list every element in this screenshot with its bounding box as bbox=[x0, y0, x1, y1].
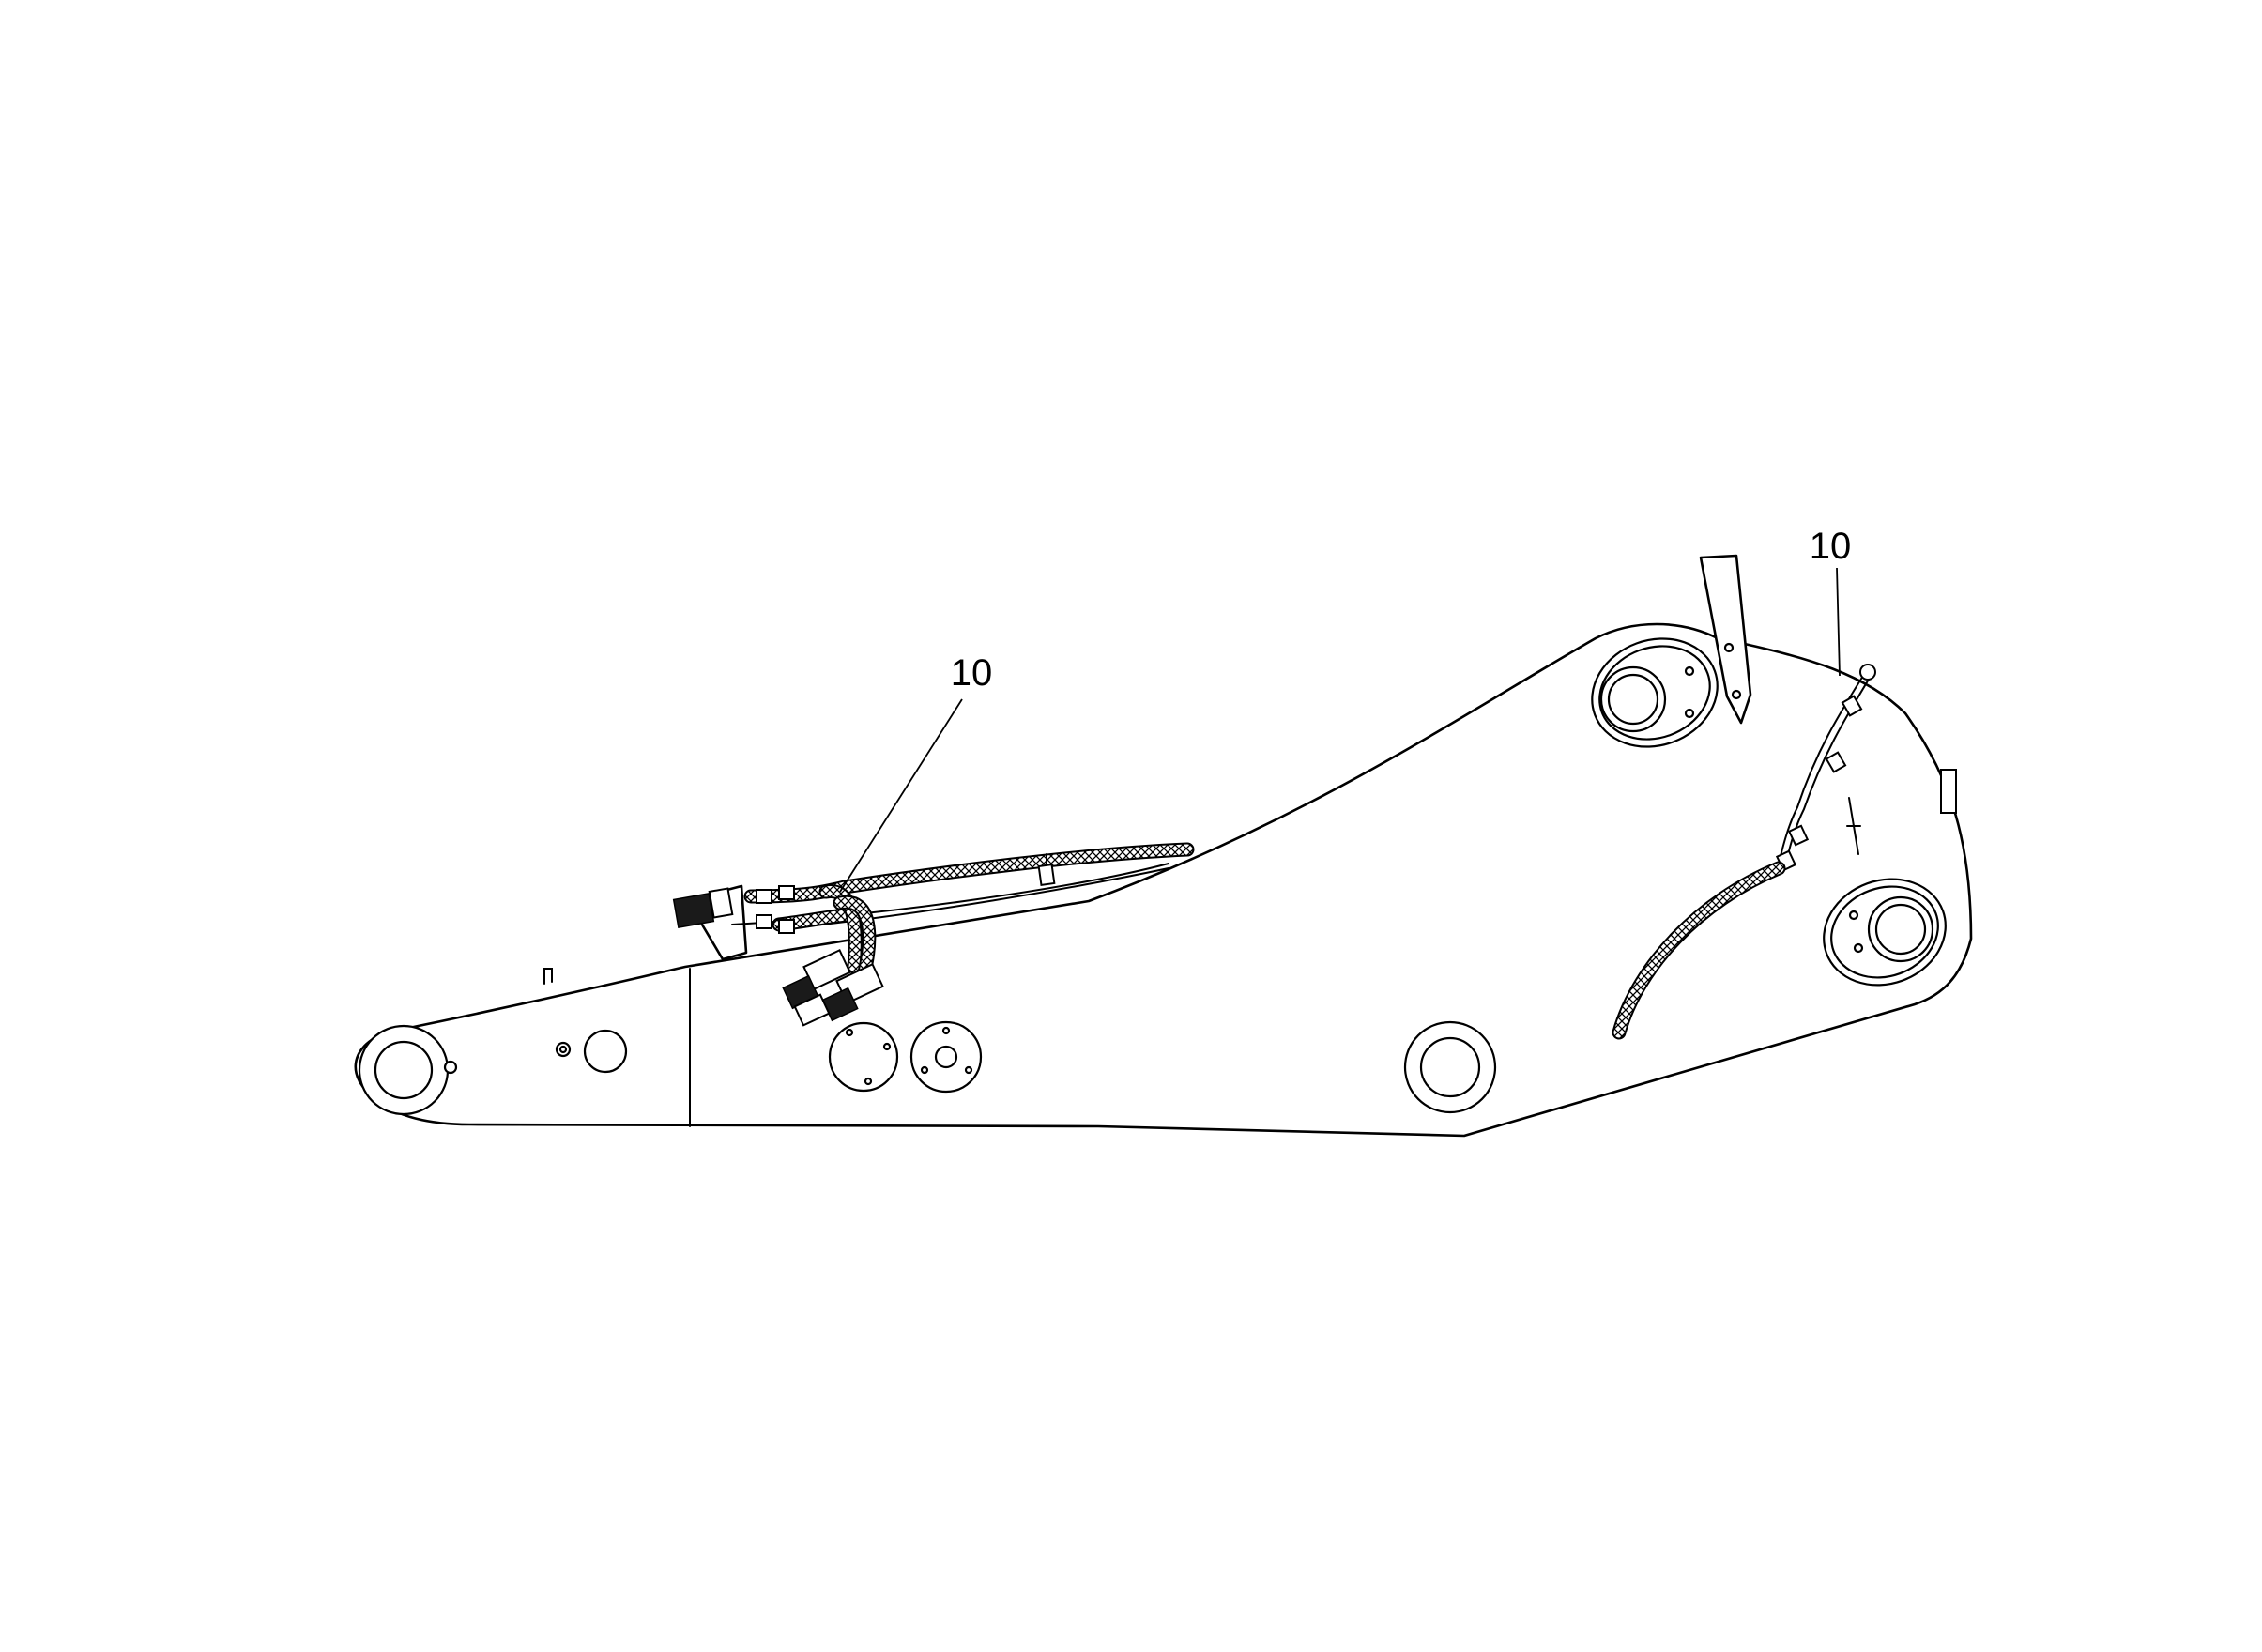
flange-plate-2 bbox=[909, 1020, 983, 1094]
callout-right-leader bbox=[1836, 567, 1841, 677]
boom-body bbox=[354, 622, 1973, 1138]
side-stub bbox=[1940, 769, 1957, 814]
elbow-fitting bbox=[1859, 664, 1876, 681]
left-pin-boss bbox=[358, 1024, 458, 1116]
callout-left-label: 10 bbox=[951, 652, 993, 694]
lower-valve-cluster bbox=[782, 949, 884, 1027]
boom-outline bbox=[354, 622, 1973, 1138]
mid-pin-boss bbox=[1403, 1020, 1497, 1114]
top-tab-plate bbox=[1699, 554, 1752, 725]
right-hose-assembly bbox=[1612, 664, 1957, 1040]
callout-left-leader bbox=[839, 698, 963, 893]
valve-block-top bbox=[672, 893, 715, 928]
flange-plate-1 bbox=[828, 1021, 899, 1093]
small-holes bbox=[543, 968, 628, 1074]
upper-pin-boss bbox=[1591, 637, 1719, 748]
callout-right: 10 bbox=[1810, 526, 1852, 677]
right-pin-boss bbox=[1823, 878, 1947, 987]
left-hose-assembly bbox=[672, 842, 1195, 1027]
callout-left: 10 bbox=[839, 652, 993, 893]
callout-right-label: 10 bbox=[1810, 526, 1852, 567]
